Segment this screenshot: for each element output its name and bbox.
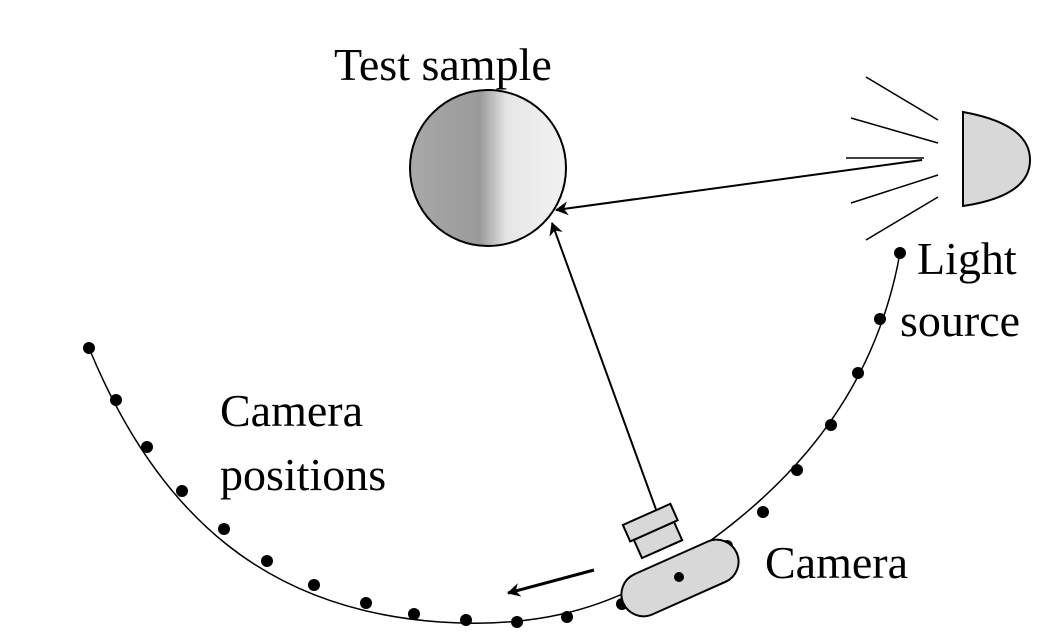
camera-positions-label-line1: Camera bbox=[220, 385, 363, 436]
camera-position-dot bbox=[360, 597, 372, 609]
camera-position-dot bbox=[83, 342, 95, 354]
light-source-lamp bbox=[962, 110, 1032, 208]
camera-position-dot bbox=[757, 506, 769, 518]
camera-position-dot bbox=[561, 611, 573, 623]
illumination-arrow bbox=[555, 159, 923, 216]
light-source-label-line2: source bbox=[900, 295, 1020, 346]
test-sample-label: Test sample bbox=[334, 39, 552, 90]
camera-position-dot bbox=[218, 523, 230, 535]
light-source-label-line1: Light bbox=[917, 233, 1017, 284]
camera-position-dot bbox=[894, 247, 906, 259]
camera-position-dot bbox=[825, 419, 837, 431]
camera-lens bbox=[621, 502, 684, 560]
camera-position-dot bbox=[874, 313, 886, 325]
view-direction-arrow bbox=[549, 222, 659, 516]
camera-position-dot bbox=[141, 441, 153, 453]
camera-center-dot bbox=[674, 572, 684, 582]
camera-position-dot bbox=[261, 555, 273, 567]
camera-position-dot bbox=[460, 614, 472, 626]
camera-position-dot bbox=[511, 616, 523, 628]
camera-position-dot bbox=[110, 394, 122, 406]
camera-position-dot bbox=[308, 579, 320, 591]
camera-positions-label-line2: positions bbox=[220, 449, 386, 500]
camera-position-dot bbox=[791, 464, 803, 476]
test-sample-sphere bbox=[409, 89, 567, 247]
camera-position-dot bbox=[176, 485, 188, 497]
camera-path-arc bbox=[88, 252, 901, 624]
motion-direction-arrow bbox=[507, 568, 595, 597]
camera-label: Camera bbox=[765, 537, 908, 588]
camera-position-dot bbox=[408, 608, 420, 620]
light-rays bbox=[846, 76, 939, 241]
camera-position-dot bbox=[852, 367, 864, 379]
